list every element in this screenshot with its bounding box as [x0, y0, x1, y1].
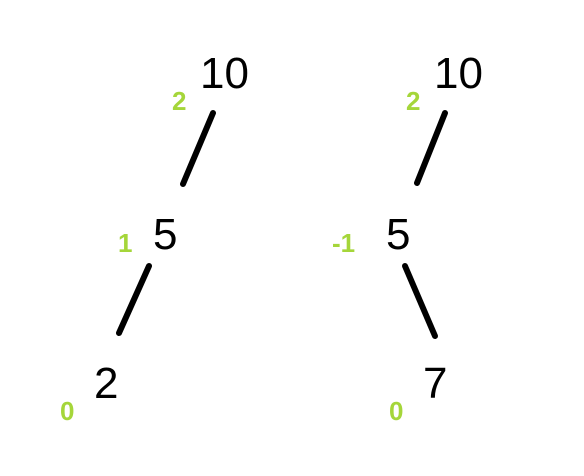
- left-tree-root-value: 10: [200, 49, 249, 98]
- edge-left-10-5: [180, 110, 216, 187]
- right-tree-middle-balance: -1: [332, 228, 356, 258]
- edge-right-10-5: [414, 110, 448, 186]
- edge-right-5-7: [402, 263, 438, 339]
- left-tree-leaf-value: 2: [94, 359, 119, 408]
- left-tree-leaf-balance: 0: [60, 396, 75, 426]
- left-tree-middle-value: 5: [153, 210, 178, 259]
- edge-left-5-2: [116, 263, 152, 336]
- right-tree-middle-value: 5: [386, 210, 411, 259]
- right-tree-leaf-balance: 0: [389, 396, 404, 426]
- right-tree-root-value: 10: [434, 49, 483, 98]
- right-tree-root-balance: 2: [406, 86, 421, 116]
- right-tree-leaf-value: 7: [423, 359, 448, 408]
- left-tree-root-balance: 2: [172, 86, 187, 116]
- left-tree-middle-balance: 1: [118, 228, 133, 258]
